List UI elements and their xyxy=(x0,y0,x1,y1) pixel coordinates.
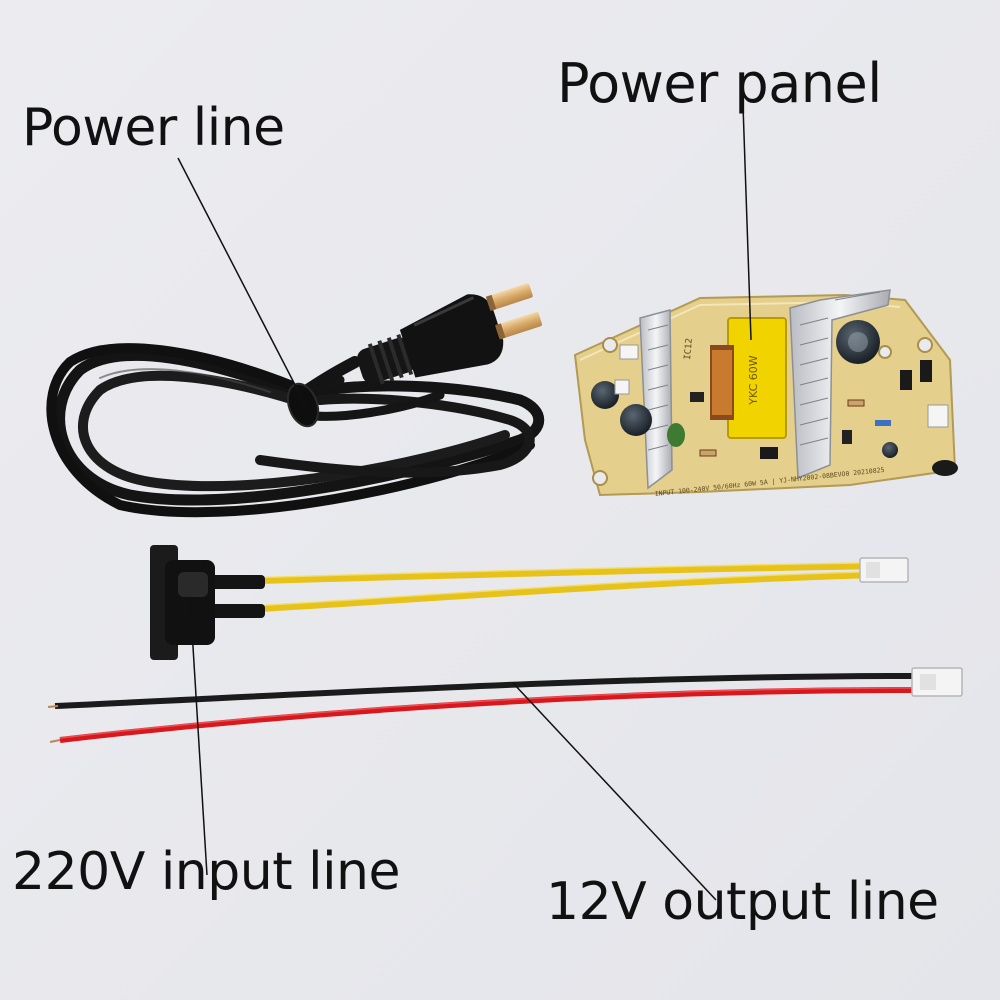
leader-lines xyxy=(177,104,752,901)
power-board: YKC 60W IC12 INPUT 100-240V xyxy=(573,289,958,498)
output-line-assembly xyxy=(47,667,963,743)
silk-ic12: IC12 xyxy=(683,338,695,360)
plug xyxy=(357,283,543,385)
capacitors xyxy=(591,320,958,476)
transformer-marking: YKC 60W xyxy=(747,355,760,406)
label-12v-output-line: 12V output line xyxy=(546,872,939,932)
heatsink-right xyxy=(789,289,891,480)
label-power-panel: Power panel xyxy=(557,52,882,115)
label-220v-input-line: 220V input line xyxy=(12,842,400,902)
label-power-line: Power line xyxy=(22,98,285,158)
transformer: YKC 60W xyxy=(710,317,787,439)
small-components xyxy=(614,344,949,459)
